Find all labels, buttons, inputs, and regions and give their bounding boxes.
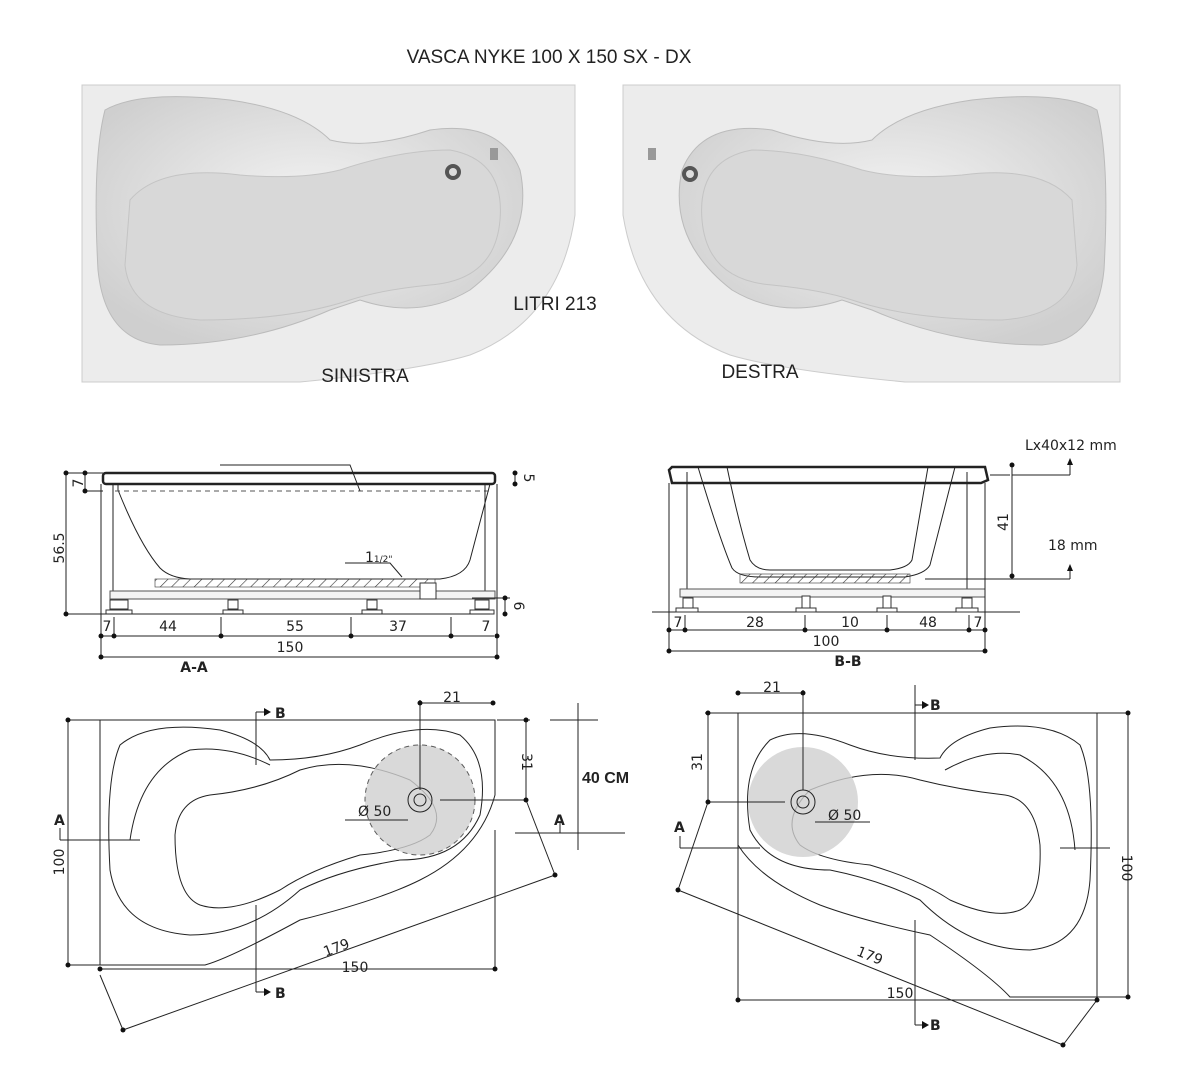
dim-left-width: 100 [52, 849, 68, 876]
dim-bb-spacing: 28 [746, 615, 764, 631]
overflow-icon [490, 148, 498, 160]
dim-bb-spacing: 10 [841, 615, 859, 631]
dim-right-length: 150 [887, 986, 914, 1002]
dim-bb-profile: Lx40x12 mm [1025, 438, 1117, 454]
dim-bb-total: 100 [813, 634, 840, 650]
photo-left-bathtub [81, 84, 576, 383]
dim-aa-drain: 11/2" [365, 550, 393, 566]
dim-aa-height: 56.5 [52, 532, 68, 563]
dim-bb-thickness: 18 mm [1048, 538, 1098, 554]
dim-right-depth: 31 [690, 753, 706, 771]
cut-a-left: A [54, 813, 65, 829]
dim-bb-spacing: 7 [974, 615, 983, 631]
dim-aa-rim-left: 7 [71, 479, 87, 488]
label-capacity: LITRI 213 [513, 294, 596, 315]
section-aa-drawing [63, 464, 518, 660]
label-destra: DESTRA [721, 362, 798, 383]
section-aa-label: A-A [180, 660, 208, 676]
dim-left-diagonal: 179 [321, 936, 352, 960]
cut-b-bottom: B [275, 986, 286, 1002]
dim-right-offset: 21 [763, 680, 781, 696]
dim-bb-spacing: 7 [674, 615, 683, 631]
dim-left-depth: 31 [518, 753, 534, 771]
dim-aa-spacing: 44 [159, 619, 177, 635]
dim-aa-rim-right: 5 [520, 474, 536, 483]
cut-b-top: B [930, 698, 941, 714]
label-sinistra: SINISTRA [321, 366, 409, 387]
dim-aa-spacing: 37 [389, 619, 407, 635]
dim-left-drain: Ø 50 [358, 804, 391, 820]
dim-right-width: 100 [1118, 855, 1134, 882]
note-40cm: 40 CM [582, 770, 629, 787]
cut-b-bottom: B [930, 1018, 941, 1034]
dim-bb-spacing: 48 [919, 615, 937, 631]
section-bb-drawing [652, 458, 1073, 654]
dim-right-diagonal: 179 [854, 944, 885, 969]
dim-left-length: 150 [342, 960, 369, 976]
photo-right-bathtub [622, 84, 1121, 383]
dim-aa-spacing: 7 [482, 619, 491, 635]
plan-right-drawing [675, 685, 1131, 1048]
plan-left-drawing [59, 700, 625, 1033]
dim-aa-spacing: 55 [286, 619, 304, 635]
dim-bb-height: 41 [996, 513, 1012, 531]
overflow-icon [648, 148, 656, 160]
dim-aa-foot: 6 [510, 602, 526, 611]
dim-aa-spacing: 7 [103, 619, 112, 635]
dim-left-offset: 21 [443, 690, 461, 706]
page-title: VASCA NYKE 100 X 150 SX - DX [407, 47, 692, 68]
cut-b-top: B [275, 706, 286, 722]
section-bb-label: B-B [834, 654, 861, 670]
dim-right-drain: Ø 50 [828, 808, 861, 824]
cut-a-right: A [554, 813, 565, 829]
dim-aa-total: 150 [277, 640, 304, 656]
cut-a-left: A [674, 820, 685, 836]
